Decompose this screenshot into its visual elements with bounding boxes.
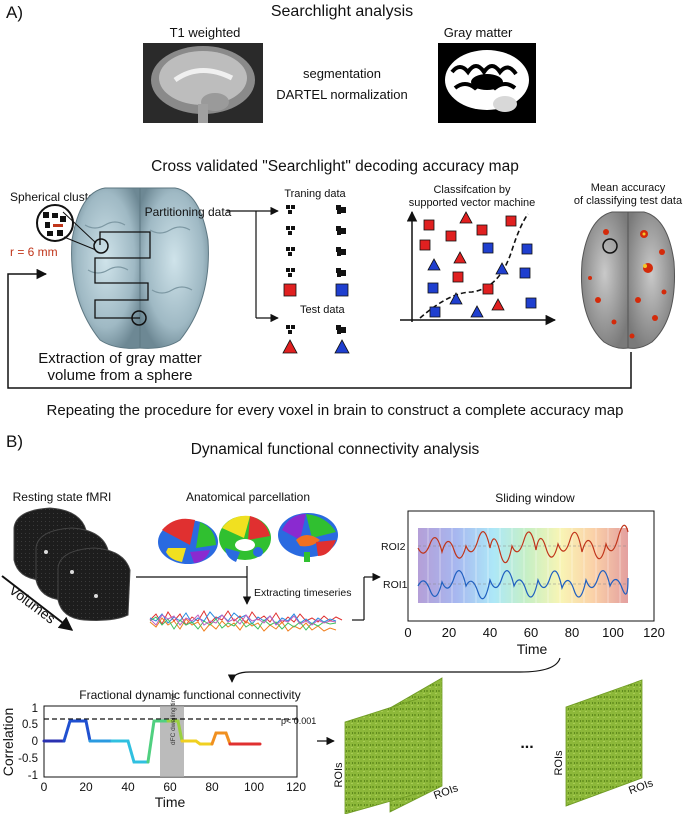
svg-text:0: 0 — [32, 736, 38, 748]
sw-x-tick: 100 — [602, 625, 624, 640]
svg-text:80: 80 — [205, 780, 219, 794]
test-data-label: Test data — [300, 304, 346, 316]
extracting-timeseries-label: Extracting timeseries — [254, 587, 351, 599]
sw-x-tick: 80 — [565, 625, 579, 640]
sliding-window-plot — [407, 510, 655, 622]
svg-text:0: 0 — [41, 780, 48, 794]
spherical-cluster-label: Spherical cluster — [10, 190, 99, 204]
gray-matter-image — [438, 43, 536, 123]
extraction-line1: Extraction of gray matter — [38, 350, 201, 367]
sw-x-tick: 20 — [442, 625, 456, 640]
gm-label: Gray matter — [444, 25, 513, 40]
connectivity-matrix-3 — [565, 679, 643, 807]
fdfc-x-axis: 0 20 40 60 80 100 120 — [41, 780, 307, 794]
sliding-window-x-axis: 0 20 40 60 80 100 120 — [404, 625, 664, 640]
radius-label: r = 6 mm — [10, 245, 58, 259]
parcellation-brain-3 — [278, 513, 338, 562]
test-data-grid — [286, 325, 346, 334]
svm-title-line1: Classifcation by — [433, 184, 511, 196]
matrix1-y-label: ROIs — [333, 762, 345, 788]
test-class-red-triangle — [282, 339, 298, 354]
panel-b-title: Dynamical functional connectivity analys… — [191, 441, 480, 458]
svg-text:20: 20 — [79, 780, 93, 794]
fdfc-y-axis: 1 0.5 0 -0.5 -1 — [18, 703, 38, 782]
brain-axial-view — [71, 187, 209, 349]
test-class-blue-triangle — [334, 339, 350, 354]
roi2-label: ROI2 — [381, 541, 406, 553]
svm-title-line2: supported vector machine — [409, 197, 536, 209]
svg-text:0.5: 0.5 — [22, 719, 38, 731]
mean-accuracy-line1: Mean accuracy — [591, 182, 666, 194]
dartel-label: DARTEL normalization — [276, 87, 408, 102]
extracted-timeseries — [149, 609, 343, 632]
segmentation-label: segmentation — [303, 66, 381, 81]
svg-text:60: 60 — [163, 780, 177, 794]
parcellation-brain-1 — [158, 518, 218, 564]
anatomical-parcellation-label: Anatomical parcellation — [186, 490, 310, 504]
sw-x-tick: 0 — [404, 625, 411, 640]
repeat-procedure-text: Repeating the procedure for every voxel … — [47, 402, 624, 419]
svm-red-class-points — [419, 211, 517, 311]
panel-a-title: Searchlight analysis — [271, 3, 413, 20]
training-data-grid — [286, 205, 346, 277]
sw-x-tick: 40 — [483, 625, 497, 640]
svg-text:-1: -1 — [28, 770, 38, 782]
svg-text:120: 120 — [286, 780, 306, 794]
parcellation-brain-2 — [219, 515, 271, 562]
sliding-window-xlabel: Time — [517, 641, 548, 657]
ellipsis-label: ... — [520, 735, 533, 752]
fdfc-xlabel: Time — [155, 794, 186, 810]
resting-state-label: Resting state fMRI — [13, 490, 112, 504]
t1-mri-image — [143, 43, 263, 123]
training-data-label: Traning data — [284, 188, 346, 200]
svg-text:1: 1 — [32, 703, 38, 715]
extraction-line2: volume from a sphere — [47, 367, 192, 384]
accuracy-map-title: Cross validated "Searchlight" decoding a… — [151, 158, 519, 175]
fdfc-title: Fractional dynamic functional connectivi… — [79, 688, 300, 702]
t1-label: T1 weighted — [170, 25, 241, 40]
connectivity-matrix-2 — [344, 694, 431, 814]
training-class-blue-square — [335, 283, 349, 297]
sw-x-tick: 60 — [524, 625, 538, 640]
svg-text:40: 40 — [121, 780, 135, 794]
mean-accuracy-line2: of classifying test data — [574, 195, 683, 207]
svm-blue-class-points — [427, 242, 537, 318]
svg-text:-0.5: -0.5 — [18, 753, 38, 765]
p-value-label: p< 0.001 — [281, 716, 316, 726]
fdfc-ylabel: Correlation — [0, 708, 16, 776]
matrix3-y-label: ROIs — [553, 750, 565, 776]
volumes-arrow — [1, 575, 74, 631]
accuracy-brain-map — [581, 211, 675, 349]
roi1-label: ROI1 — [383, 579, 408, 591]
sw-x-tick: 120 — [643, 625, 665, 640]
panel-b-letter: B) — [6, 432, 23, 451]
panel-a-letter: A) — [6, 3, 23, 22]
to-fdfc-arrow — [227, 657, 561, 683]
fdfc-plot: dFC dwelling time — [42, 693, 298, 778]
svg-text:100: 100 — [244, 780, 264, 794]
dwelling-time-label: dFC dwelling time — [170, 693, 177, 745]
sliding-window-title: Sliding window — [495, 491, 575, 505]
training-class-red-square — [283, 283, 297, 297]
partitioning-label: Partitioning data — [145, 205, 232, 219]
cluster-zoom-icon — [36, 204, 97, 251]
repeat-loop-arrow — [7, 268, 632, 389]
svm-plot — [400, 210, 557, 326]
fmri-volume-stack — [13, 507, 131, 621]
